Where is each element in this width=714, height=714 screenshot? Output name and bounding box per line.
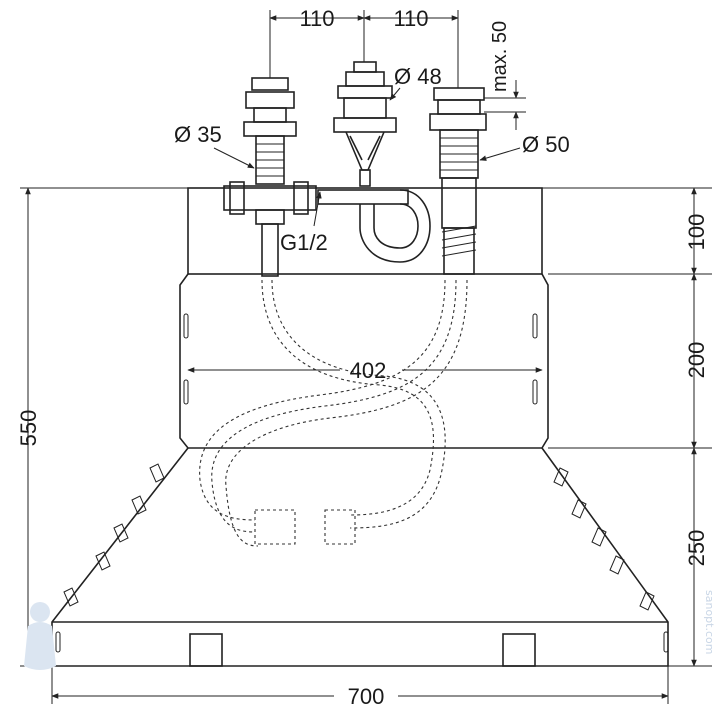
left-valve-fitting <box>223 77 317 277</box>
upper-housing <box>187 187 543 275</box>
dim-total-width-700: 700 <box>348 684 385 709</box>
dim-inner-width-402: 402 <box>350 358 387 383</box>
dim-section-250: 250 <box>684 530 709 567</box>
dim-diameter-35: Ø 35 <box>174 122 222 147</box>
right-spout-fitting <box>429 87 487 275</box>
foot-left <box>189 633 223 667</box>
dim-thread-g12: G1/2 <box>280 230 328 255</box>
dim-top-left-110: 110 <box>299 6 334 31</box>
internal-hoses <box>199 279 468 547</box>
dim-top-right-110: 110 <box>393 6 428 31</box>
dim-section-100: 100 <box>684 214 709 251</box>
middle-housing <box>179 273 549 449</box>
lower-housing <box>51 447 669 667</box>
dim-max-50: max. 50 <box>489 21 511 92</box>
shower-body <box>51 187 669 667</box>
dimensions: 110 110 max. 50 Ø 48 Ø 35 Ø 50 G1/2 402 … <box>16 6 712 709</box>
dim-section-200: 200 <box>684 342 709 379</box>
watermark-logo: sanopt.com <box>24 590 714 670</box>
center-diverter-fitting <box>317 61 409 205</box>
dim-diameter-48: Ø 48 <box>394 64 442 89</box>
dim-total-height-550: 550 <box>16 410 41 447</box>
loop-hose <box>359 189 431 263</box>
foot-right <box>502 633 536 667</box>
dim-diameter-50: Ø 50 <box>522 132 570 157</box>
watermark-text: sanopt.com <box>703 590 714 654</box>
